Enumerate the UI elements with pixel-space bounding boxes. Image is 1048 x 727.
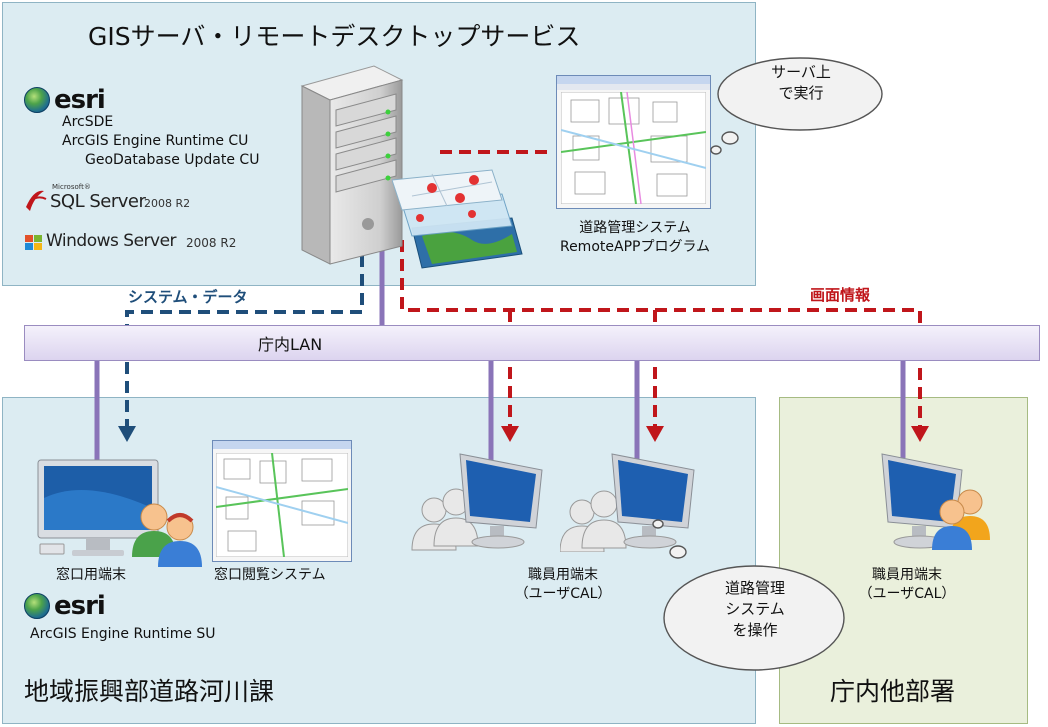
- windows-server-version: 2008 R2: [186, 236, 237, 250]
- remote-app-label: 道路管理システム RemoteAPPプログラム: [530, 219, 740, 257]
- engine-su-label: ArcGIS Engine Runtime SU: [30, 626, 216, 642]
- sql-server-small: Microsoft®: [52, 183, 91, 191]
- sql-server-name: SQL Server: [50, 191, 146, 212]
- staff-terminal-label-local: 職員用端末 （ユーザCAL）: [508, 566, 618, 604]
- product-engine-cu: ArcGIS Engine Runtime CU: [62, 133, 249, 149]
- thought-cloud-server: [710, 57, 883, 155]
- windows-server-name: Windows Server: [46, 231, 177, 251]
- product-arcsde: ArcSDE: [62, 114, 114, 130]
- screen-info-label: 画面情報: [810, 286, 871, 304]
- esri-wordmark-local: esri: [54, 591, 106, 621]
- cloud-operate-line2: システム: [725, 600, 785, 618]
- cloud-server-line2: で実行: [778, 84, 824, 102]
- lan-bar: [24, 325, 1040, 361]
- remote-app-label-line1: 道路管理システム: [579, 220, 691, 236]
- staff-terminal-icon-3: [881, 453, 990, 550]
- window-system-label: 窓口閲覧システム: [214, 567, 326, 583]
- cloud-server-line1: サーバ上: [771, 63, 831, 81]
- cloud-operate-line3: を操作: [732, 621, 778, 639]
- staff-terminal-icon-1: [411, 453, 543, 551]
- window-system-thumbnail: [212, 440, 352, 562]
- window-terminal-label: 窓口用端末: [56, 567, 126, 583]
- thumb-titlebar: [557, 76, 710, 84]
- lan-label: 庁内LAN: [258, 335, 323, 354]
- windows-server-logo: Windows Server 2008 R2: [24, 230, 254, 256]
- sql-server-logo: Microsoft® SQL Server 2008 R2: [24, 183, 224, 215]
- thought-cloud-operate-text: 道路管理 システム を操作: [680, 578, 830, 641]
- system-data-label: システム・データ: [128, 288, 248, 306]
- windows-flag-icon: [25, 235, 42, 250]
- staff-terminal-icon-2: [560, 453, 695, 552]
- users-icon: [132, 503, 202, 567]
- esri-globe-icon: [24, 87, 50, 113]
- cloud-operate-line1: 道路管理: [724, 579, 785, 597]
- thumb-toolbar: [557, 84, 710, 90]
- staff-label-line2-other: （ユーザCAL）: [858, 586, 956, 602]
- esri-logo-local: esri: [24, 591, 106, 621]
- staff-label-line1-other: 職員用端末: [872, 567, 942, 583]
- local-dept-panel: [2, 397, 756, 724]
- product-gdb-update-cu: GeoDatabase Update CU: [85, 152, 260, 168]
- thumb-map: [561, 92, 706, 204]
- window-thumb-titlebar: [213, 441, 351, 449]
- staff-terminal-label-other: 職員用端末 （ユーザCAL）: [852, 566, 962, 604]
- esri-wordmark: esri: [54, 85, 106, 115]
- sql-server-icon: [26, 190, 47, 211]
- thought-cloud-operate: [652, 519, 845, 671]
- server-tower-icon: [300, 65, 404, 265]
- local-dept-title: 地域振興部道路河川課: [24, 677, 275, 706]
- staff-label-line1-local: 職員用端末: [528, 567, 598, 583]
- thought-cloud-server-text: サーバ上 で実行: [730, 62, 872, 104]
- remote-app-label-line2: RemoteAPPプログラム: [559, 239, 711, 255]
- other-dept-title: 庁内他部署: [830, 677, 956, 706]
- window-thumb-map: [216, 453, 348, 557]
- staff-label-line2-local: （ユーザCAL）: [514, 586, 612, 602]
- remote-app-thumbnail: [556, 75, 711, 209]
- esri-logo-server: esri: [24, 85, 106, 115]
- window-terminal-icon: [37, 459, 159, 556]
- esri-globe-icon-local: [24, 593, 50, 619]
- map-layers-icon: [392, 169, 523, 269]
- sql-server-version: 2008 R2: [144, 197, 191, 210]
- server-panel-title: GISサーバ・リモートデスクトップサービス: [88, 22, 581, 51]
